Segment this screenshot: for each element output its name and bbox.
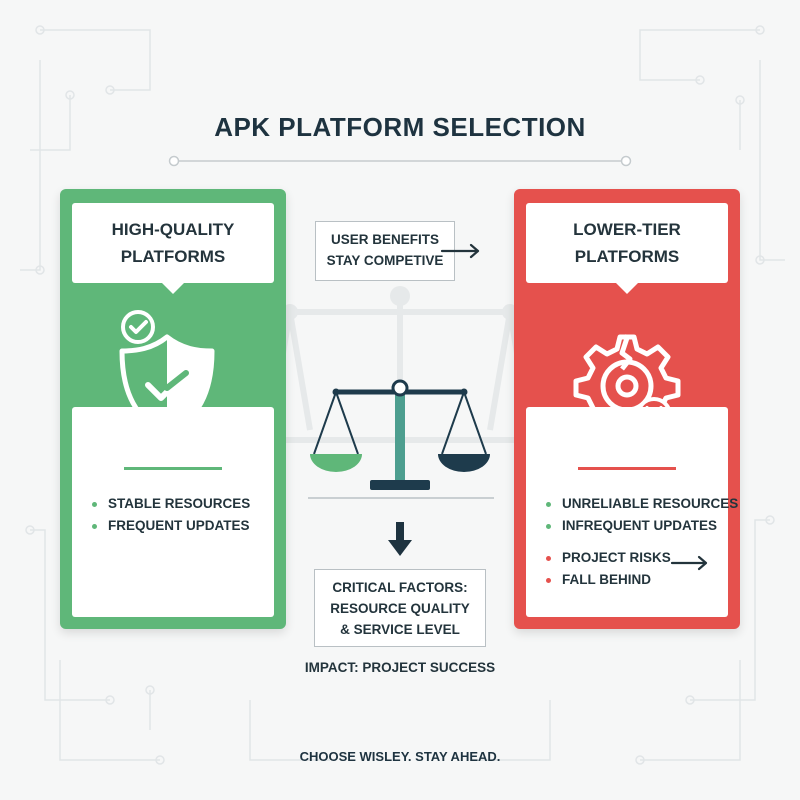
heading-line: PLATFORMS — [120, 247, 226, 266]
bullet-dot — [546, 556, 551, 561]
risk-list: PROJECT RISKS FALL BEHIND — [546, 547, 671, 591]
lower-tier-list: UNRELIABLE RESOURCES INFREQUENT UPDATES — [546, 493, 738, 537]
arrow-right-icon — [440, 243, 480, 259]
critical-factors-box: CRITICAL FACTORS: RESOURCE QUALITY & SER… — [314, 569, 486, 647]
high-quality-list: STABLE RESOURCES FREQUENT UPDATES — [92, 493, 250, 537]
benefits-line: STAY COMPETIVE — [326, 253, 444, 268]
bullet-dot — [546, 578, 551, 583]
factors-line: & SERVICE LEVEL — [340, 622, 460, 637]
list-item: UNRELIABLE RESOURCES — [546, 493, 738, 515]
high-quality-card: HIGH-QUALITY PLATFORMS STABLE RESOURCES … — [60, 189, 286, 629]
list-item-label: UNRELIABLE RESOURCES — [562, 496, 739, 511]
high-quality-details: STABLE RESOURCES FREQUENT UPDATES — [72, 407, 274, 617]
factors-line: CRITICAL FACTORS: — [332, 580, 468, 595]
heading-line: LOWER-TIER — [573, 220, 681, 239]
heading-line: HIGH-QUALITY — [111, 220, 235, 239]
list-item: STABLE RESOURCES — [92, 493, 250, 515]
heading-line: PLATFORMS — [574, 247, 680, 266]
list-item: FREQUENT UPDATES — [92, 515, 250, 537]
footer-tagline: CHOOSE WISLEY. STAY AHEAD. — [299, 749, 501, 764]
bullet-dot — [92, 502, 97, 507]
lower-tier-card: LOWER-TIER PLATFORMS UNRELIABLE RESOURCE… — [514, 189, 740, 629]
benefits-line: USER BENEFITS — [330, 232, 439, 247]
balance-scale-icon — [310, 379, 490, 490]
arrow-down-icon — [388, 522, 412, 556]
panel-divider — [124, 467, 222, 470]
user-benefits-box: USER BENEFITS STAY COMPETIVE — [315, 221, 455, 281]
high-quality-heading: HIGH-QUALITY PLATFORMS — [72, 203, 274, 294]
page-title: APK PLATFORM SELECTION — [214, 112, 586, 142]
bullet-dot — [92, 524, 97, 529]
lower-tier-details: UNRELIABLE RESOURCES INFREQUENT UPDATES … — [526, 407, 738, 617]
list-item-label: FREQUENT UPDATES — [108, 518, 250, 533]
list-item-label: STABLE RESOURCES — [108, 496, 251, 511]
list-item-label: INFREQUENT UPDATES — [562, 518, 718, 533]
bullet-dot — [546, 524, 551, 529]
list-item-label: PROJECT RISKS — [562, 550, 671, 565]
arrow-right-icon — [670, 555, 708, 571]
bullet-dot — [546, 502, 551, 507]
impact-label: IMPACT: PROJECT SUCCESS — [304, 660, 496, 675]
factors-line: RESOURCE QUALITY — [330, 601, 470, 616]
list-item-label: FALL BEHIND — [562, 572, 652, 587]
center-divider — [308, 497, 494, 499]
list-item: FALL BEHIND — [546, 569, 671, 591]
title-divider — [168, 155, 632, 167]
lower-tier-heading: LOWER-TIER PLATFORMS — [526, 203, 728, 294]
list-item: INFREQUENT UPDATES — [546, 515, 738, 537]
list-item: PROJECT RISKS — [546, 547, 671, 569]
panel-divider — [578, 467, 676, 470]
